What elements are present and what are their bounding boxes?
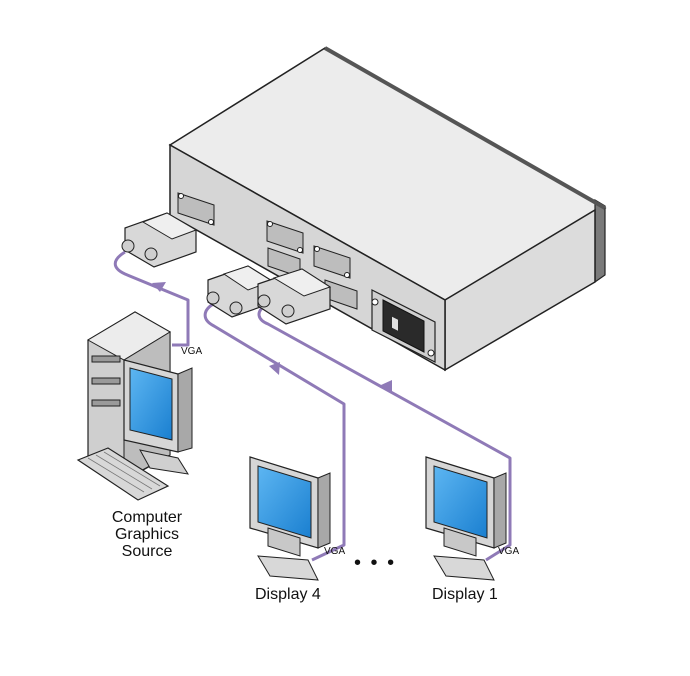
display-4-monitor [249, 456, 331, 581]
device-side-rim [594, 198, 606, 284]
source-label: Computer Graphics Source [92, 509, 202, 560]
vga-plug-source [121, 212, 198, 268]
cable-display-4 [203, 301, 346, 562]
cable-source [113, 250, 190, 347]
output-vga-port-1 [266, 220, 304, 254]
distribution-amplifier-device [168, 46, 607, 372]
display-1-label: Display 1 [432, 586, 498, 603]
display-1-monitor [425, 456, 507, 581]
ellipsis-dots: • • • [354, 552, 397, 574]
display-4-label: Display 4 [255, 586, 321, 603]
vga-label-display-4: VGA [324, 546, 346, 557]
keyboard [76, 447, 170, 501]
vga-plug-display-4 [206, 265, 274, 318]
source-label-line-2: Graphics [114, 526, 180, 543]
output-vga-port-2 [313, 245, 351, 279]
computer-graphics-source [76, 311, 193, 501]
input-vga-port [177, 192, 215, 226]
source-label-line-1: Computer [111, 509, 183, 526]
vga-plug-display-1 [257, 268, 332, 325]
display-4-screen [257, 465, 312, 539]
cable-arrows [152, 282, 392, 393]
vga-label-source: VGA [181, 346, 203, 357]
display-1-screen [433, 465, 488, 539]
vga-label-display-1: VGA [498, 546, 520, 557]
source-label-line-3: Source [121, 543, 173, 560]
power-socket [371, 289, 436, 363]
source-monitor-screen [129, 367, 173, 441]
